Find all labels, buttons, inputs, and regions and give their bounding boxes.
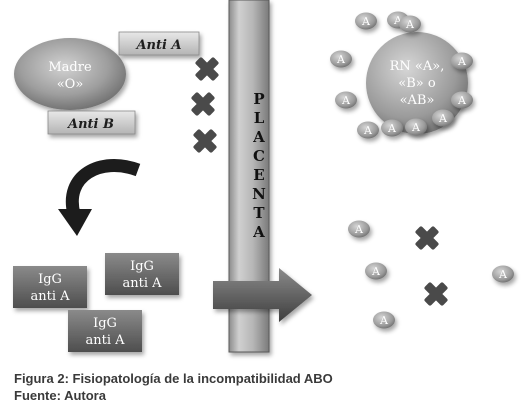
placenta-letter: A: [252, 223, 265, 241]
igg-line1: IgG: [38, 272, 62, 287]
antigen-label: A: [379, 314, 389, 327]
antigen-a: A: [405, 118, 427, 136]
block-x-icon: [193, 55, 221, 83]
antigen-a: A: [365, 262, 387, 280]
mother-label-line2: «O»: [57, 77, 84, 92]
antigen-a: A: [335, 91, 357, 109]
antigen-label: A: [405, 18, 415, 31]
placenta-letter: L: [254, 109, 265, 127]
mother-label-line1: Madre: [48, 60, 92, 75]
curved-arrow-icon: [58, 159, 141, 236]
igg-line1: IgG: [130, 259, 154, 274]
igg-line2: anti A: [30, 289, 70, 304]
antigen-a: A: [451, 52, 473, 70]
antigen-a: A: [492, 265, 514, 283]
block-x-icon: [191, 127, 219, 155]
antigen-a: A: [330, 50, 352, 68]
block-x-icon: [189, 90, 217, 118]
igg-line2: anti A: [122, 276, 162, 291]
antigen-label: A: [336, 53, 346, 66]
antigen-a: A: [355, 12, 377, 30]
figure-caption: Figura 2: Fisiopatología de la incompati…: [14, 371, 333, 386]
placenta-letter: A: [252, 128, 265, 146]
antigen-a: A: [357, 121, 379, 139]
block-x-icon: [413, 224, 441, 252]
antigen-label: A: [387, 122, 397, 135]
igg-line2: anti A: [85, 333, 125, 348]
anti-b-text: Anti B: [66, 117, 114, 132]
placenta-letter: C: [253, 147, 265, 165]
antigen-a: A: [432, 109, 454, 127]
newborn-label-line3: «AB»: [400, 93, 435, 108]
antigen-label: A: [371, 265, 381, 278]
antigen-label: A: [354, 223, 364, 236]
antigen-a: A: [381, 119, 403, 137]
antigen-label: A: [363, 124, 373, 137]
figure-source: Fuente: Autora: [14, 388, 106, 403]
antigen-label: A: [457, 55, 467, 68]
anti-a-text: Anti A: [134, 38, 181, 53]
placenta-letter: T: [253, 204, 265, 222]
block-x-icon: [422, 280, 450, 308]
igg-box: IgG anti A: [105, 253, 179, 295]
anti-b-label: Anti B: [47, 110, 136, 135]
mother-cell: Madre «O»: [14, 38, 126, 110]
anti-a-label: Anti A: [118, 31, 200, 56]
transfer-arrow-icon: [213, 268, 312, 322]
newborn-label-line1: RN «A»,: [390, 59, 445, 74]
placenta-letter: N: [252, 185, 266, 203]
antigen-label: A: [393, 14, 403, 27]
antigen-a: A: [451, 91, 473, 109]
placenta-letter: E: [253, 166, 264, 184]
antigen-a: A: [348, 220, 370, 238]
antigen-a: A: [399, 15, 421, 33]
newborn-cell: RN «A», «B» o «AB»: [366, 32, 468, 134]
antigen-label: A: [457, 94, 467, 107]
igg-line1: IgG: [93, 316, 117, 331]
placenta-letter: P: [253, 90, 264, 108]
antigen-label: A: [411, 121, 421, 134]
antigen-label: A: [361, 15, 371, 28]
antigen-label: A: [498, 268, 508, 281]
antigen-label: A: [341, 94, 351, 107]
newborn-label-line2: «B» o: [398, 76, 436, 91]
igg-box: IgG anti A: [68, 310, 142, 352]
antigen-label: A: [438, 112, 448, 125]
igg-box: IgG anti A: [13, 266, 87, 308]
antigen-a: A: [373, 311, 395, 329]
